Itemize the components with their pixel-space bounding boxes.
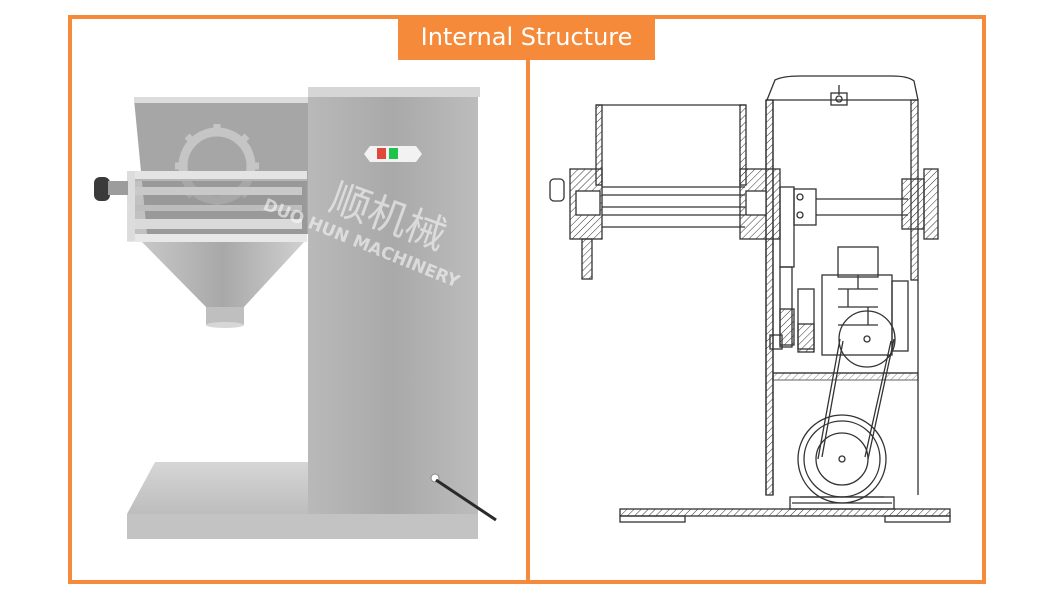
base-plate-front <box>127 514 478 539</box>
control-box <box>364 146 422 162</box>
rotor-frame <box>127 171 307 181</box>
section-title: Internal Structure <box>398 15 655 60</box>
drawing-lower-pulley <box>815 432 869 486</box>
drawing-hopper <box>595 104 747 186</box>
handwheel-icon <box>94 177 128 201</box>
drawing-gearbox <box>821 246 909 368</box>
stop-button[interactable] <box>377 148 386 159</box>
drawing-upper-pulley <box>838 310 896 368</box>
machine-photo: 顺机械 DUO HUN MACHINERY <box>72 19 526 580</box>
drawing-crank <box>769 266 815 353</box>
start-button[interactable] <box>389 148 398 159</box>
power-cable <box>435 478 497 522</box>
structure-drawing-svg <box>549 75 951 523</box>
machine-illustration: 顺机械 DUO HUN MACHINERY <box>94 87 497 539</box>
panel-divider <box>526 15 530 584</box>
drawing-rotor <box>549 168 939 280</box>
drawing-belt <box>817 338 895 460</box>
hopper <box>142 242 304 307</box>
structure-drawing <box>530 19 982 580</box>
drawing-base <box>619 508 951 517</box>
drawing-motor <box>789 414 895 510</box>
drawing-cabinet <box>765 75 919 496</box>
outlet-pipe <box>206 307 244 325</box>
